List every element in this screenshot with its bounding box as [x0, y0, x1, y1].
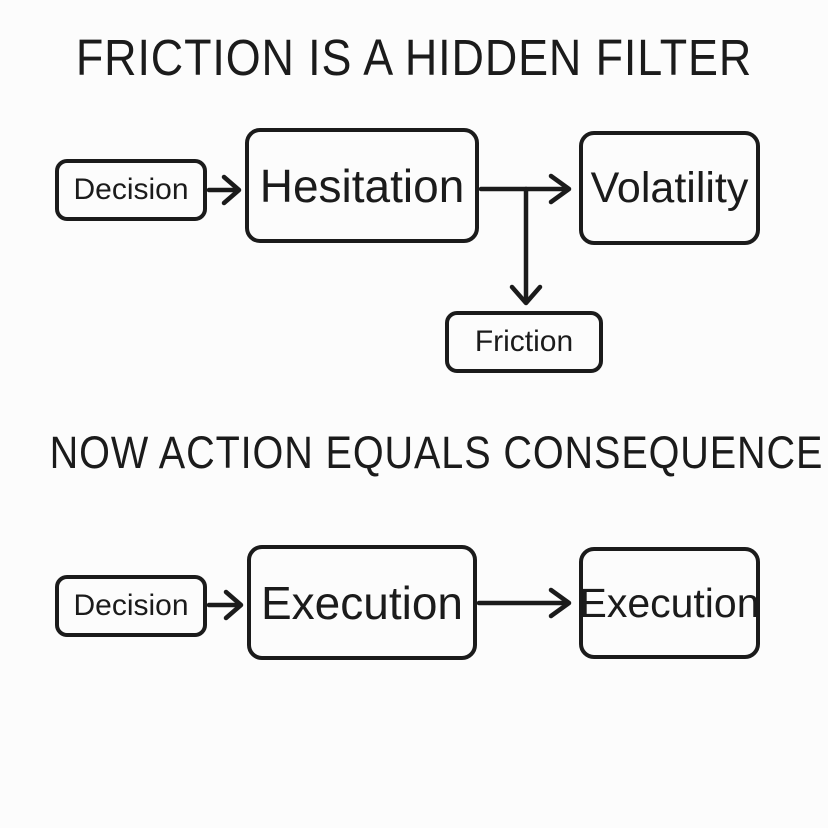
- arrow-execution-to-execution: [476, 587, 572, 619]
- node-execution-end: Execution: [579, 547, 760, 659]
- arrow-decision-to-execution: [206, 589, 244, 621]
- arrow-decision-to-hesitation: [206, 174, 242, 206]
- node-volatility: Volatility: [579, 131, 760, 245]
- arrow-branch-to-friction: [509, 186, 543, 306]
- bottom-diagram-title: NOW ACTION EQUALS CONSEQUENCE: [49, 427, 824, 478]
- top-diagram-title: FRICTION IS A HIDDEN FILTER: [75, 29, 753, 86]
- node-decision-bottom-label: Decision: [73, 589, 189, 622]
- arrow-hesitation-to-volatility: [478, 173, 572, 205]
- node-volatility-label: Volatility: [590, 163, 749, 212]
- node-execution-end-label: Execution: [579, 579, 760, 626]
- node-friction: Friction: [445, 311, 603, 373]
- node-hesitation: Hesitation: [245, 128, 479, 243]
- node-execution-mid: Execution: [247, 545, 477, 660]
- node-decision-top-label: Decision: [73, 173, 189, 206]
- node-decision-bottom: Decision: [55, 575, 207, 637]
- node-execution-mid-label: Execution: [260, 576, 463, 629]
- node-hesitation-label: Hesitation: [259, 159, 465, 212]
- node-friction-label: Friction: [474, 325, 574, 358]
- node-decision-top: Decision: [55, 159, 207, 221]
